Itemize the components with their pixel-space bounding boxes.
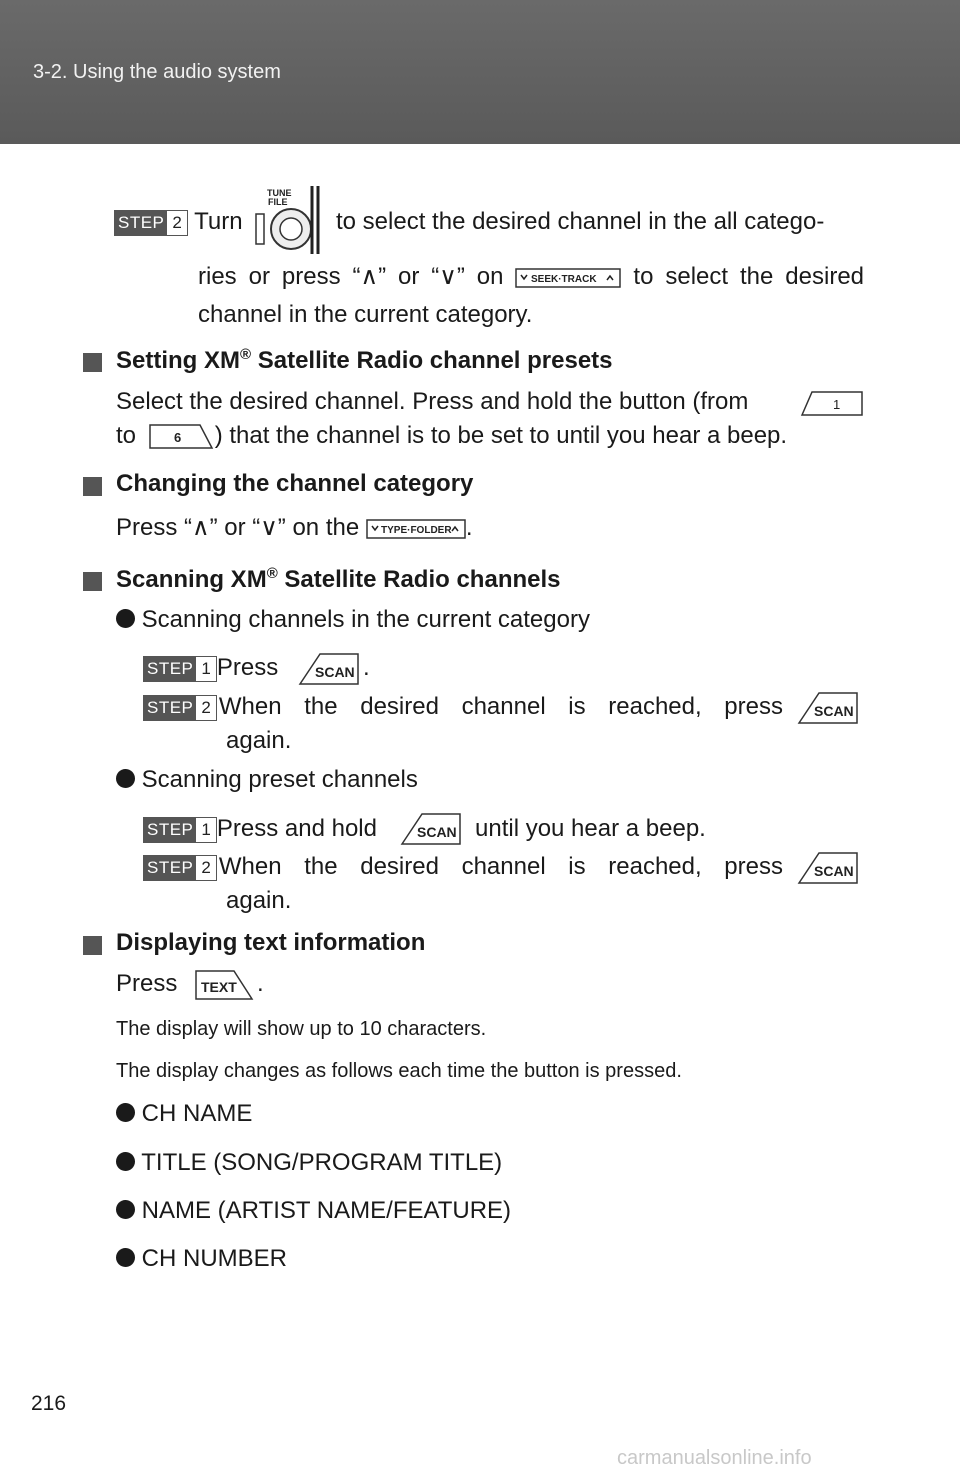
presets-heading: Setting XM® Satellite Radio channel pres… <box>83 346 613 375</box>
textinfo-note1: The display will show up to 10 character… <box>116 1018 487 1040</box>
list-item: CH NUMBER <box>116 1244 287 1274</box>
text-button-icon: TEXT <box>195 970 254 1000</box>
category-heading: Changing the channel category <box>83 470 473 498</box>
scan-button-icon: SCAN <box>400 813 461 845</box>
scanning-heading: Scanning XM® Satellite Radio channels <box>83 565 561 594</box>
svg-text:6: 6 <box>174 430 181 445</box>
list-item: CH NAME <box>116 1099 252 1129</box>
page-header: 3-2. Using the audio system <box>0 0 960 144</box>
scan-button-icon: SCAN <box>797 852 858 884</box>
intro-line1-rest: to select the desired channel in the all… <box>336 208 825 235</box>
intro-line2: ries or press “∧” or “∨” on SEEK·TRACK t… <box>198 263 865 290</box>
category-line: Press “∧” or “∨” on the TYPE·FOLDER . <box>116 514 473 541</box>
preset-1-button-icon: 1 <box>800 391 863 416</box>
textinfo-press: Press <box>116 970 178 997</box>
scan-bullet-preset: Scanning preset channels <box>116 765 418 795</box>
svg-text:TEXT: TEXT <box>201 979 237 995</box>
svg-text:TUNE: TUNE <box>267 188 292 198</box>
svg-text:FILE: FILE <box>268 197 288 207</box>
presets-line2: to 6 ) that the channel is to be set to … <box>116 422 788 449</box>
list-item: NAME (ARTIST NAME/FEATURE) <box>116 1196 511 1226</box>
scan-button-icon: SCAN <box>298 653 359 685</box>
svg-text:SCAN: SCAN <box>315 664 355 680</box>
page-number: 216 <box>31 1392 67 1415</box>
type-folder-button-icon: TYPE·FOLDER <box>366 518 466 539</box>
seek-track-button-icon: SEEK·TRACK <box>515 267 622 288</box>
svg-text:SCAN: SCAN <box>417 824 457 840</box>
intro-line3: channel in the current category. <box>198 301 533 328</box>
list-item: TITLE (SONG/PROGRAM TITLE) <box>116 1148 502 1178</box>
svg-text:1: 1 <box>833 397 840 412</box>
scan-button-icon: SCAN <box>797 692 858 724</box>
square-bullet-icon <box>83 353 102 372</box>
watermark: carmanualsonline.info <box>617 1447 812 1469</box>
tune-file-knob-icon: TUNE FILE <box>255 186 320 254</box>
textinfo-note2: The display changes as follows each time… <box>116 1060 682 1082</box>
presets-line1: Select the desired channel. Press and ho… <box>116 388 749 415</box>
svg-text:SCAN: SCAN <box>814 703 854 719</box>
textinfo-heading: Displaying text information <box>83 929 425 957</box>
svg-text:SEEK·TRACK: SEEK·TRACK <box>531 274 597 285</box>
preset-6-button-icon: 6 <box>148 424 213 449</box>
svg-text:TYPE·FOLDER: TYPE·FOLDER <box>381 525 452 536</box>
intro-turn: Turn <box>194 208 243 235</box>
section-title: 3-2. Using the audio system <box>33 61 281 83</box>
scan-bullet-current: Scanning channels in the current categor… <box>116 605 590 635</box>
svg-text:SCAN: SCAN <box>814 863 854 879</box>
